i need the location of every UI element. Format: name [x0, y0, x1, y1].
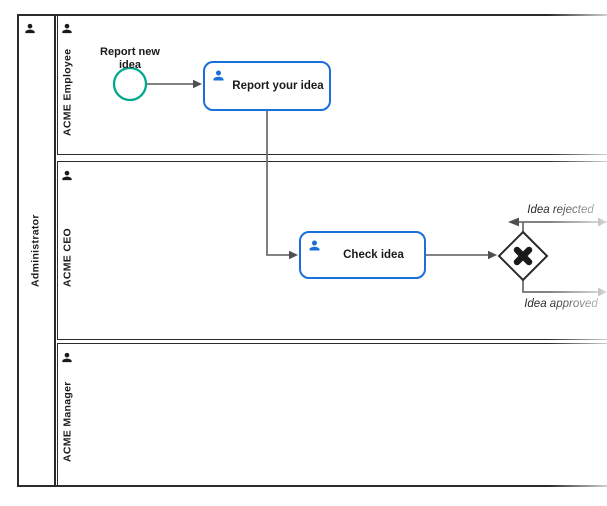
- start-event[interactable]: [112, 66, 148, 102]
- exclusive-gateway[interactable]: [497, 230, 549, 282]
- user-icon: [62, 352, 72, 363]
- user-icon: [62, 23, 72, 34]
- flow-idea-approved[interactable]: [522, 280, 607, 297]
- flow-label-idea-approved[interactable]: Idea approved: [524, 298, 598, 310]
- task-check-idea[interactable]: Check idea: [299, 231, 426, 279]
- task-report-your-idea[interactable]: Report your idea: [203, 61, 331, 111]
- lane-acme-ceo[interactable]: [57, 161, 607, 340]
- user-icon: [25, 23, 35, 34]
- user-icon: [213, 70, 224, 81]
- flow-label-idea-rejected[interactable]: Idea rejected: [527, 204, 594, 216]
- task-label: Report your idea: [232, 80, 324, 92]
- user-icon: [62, 170, 72, 181]
- start-event-label[interactable]: Report new idea: [100, 46, 160, 71]
- lane-acme-manager[interactable]: [57, 343, 607, 487]
- user-icon: [309, 240, 320, 251]
- arrowhead-icon: [598, 287, 607, 297]
- arrowhead-icon: [508, 217, 519, 227]
- flow-start-to-report[interactable]: [146, 79, 202, 89]
- flow-check-to-gateway[interactable]: [426, 250, 497, 260]
- arrowhead-icon: [598, 217, 607, 227]
- arrowhead-icon: [488, 250, 497, 260]
- flow-report-to-check[interactable]: [266, 111, 298, 260]
- arrowhead-icon: [193, 79, 202, 89]
- flow-idea-rejected[interactable]: [508, 217, 607, 232]
- task-label: Check idea: [343, 249, 404, 261]
- x-marker-icon: [513, 246, 533, 266]
- pool-header-divider: [54, 14, 56, 487]
- arrowhead-icon: [289, 250, 298, 260]
- lane-acme-employee[interactable]: [57, 14, 607, 155]
